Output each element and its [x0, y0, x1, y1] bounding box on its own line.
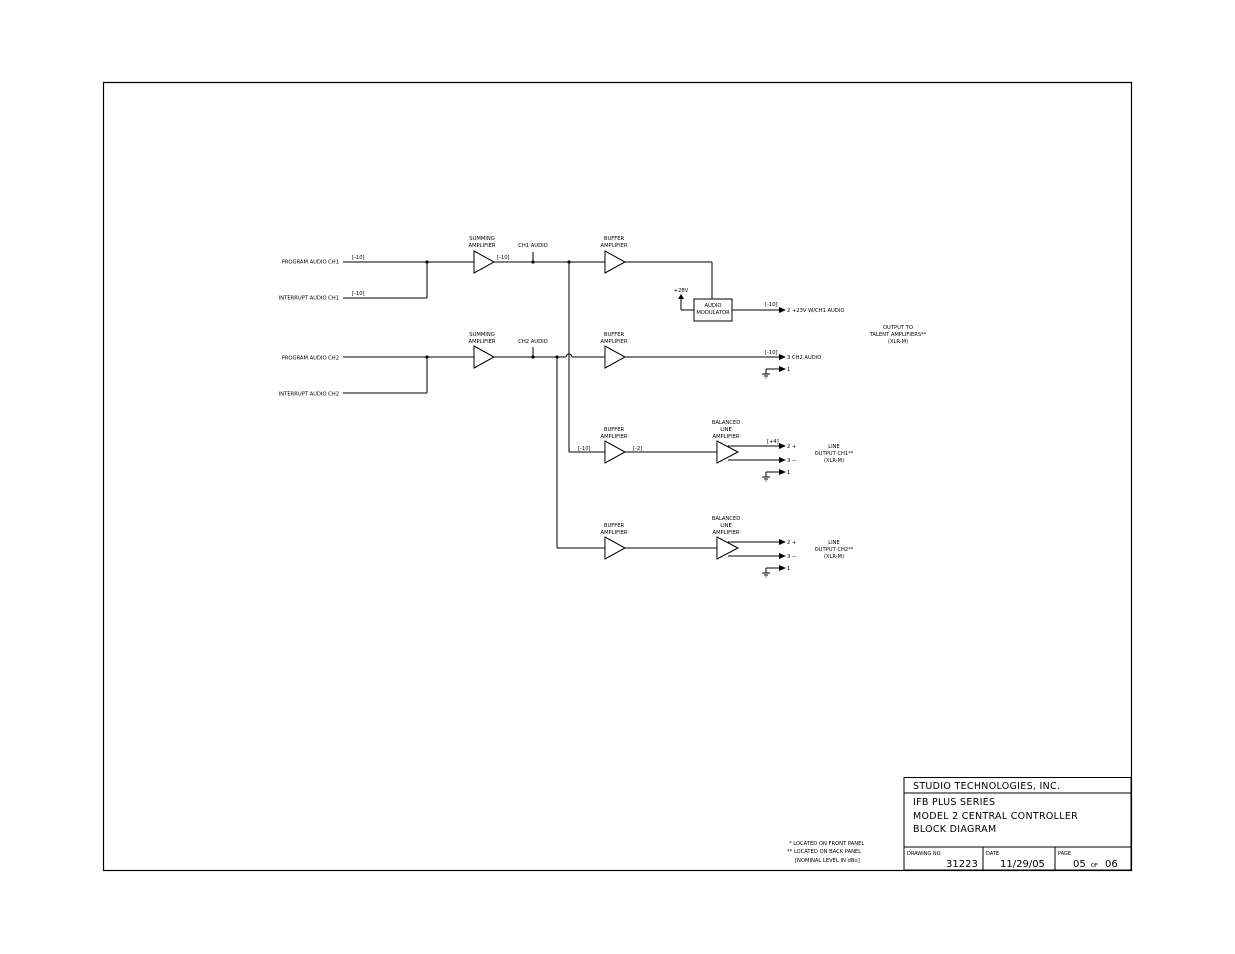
level-mod-out: [-10]	[765, 302, 778, 308]
ch1-input-section: PROGRAM AUDIO CH1 INTERRUPT AUDIO CH1 [-…	[279, 236, 605, 302]
balanced-amp-2-label: BALANCED	[712, 516, 740, 522]
summing-amplifier-1	[473, 250, 496, 274]
program-audio-ch1-label: PROGRAM AUDIO CH1	[282, 260, 339, 266]
title-block: STUDIO TECHNOLOGIES, INC. IFB PLUS SERIE…	[903, 777, 1132, 871]
buffer-amplifier-3	[604, 440, 627, 464]
level-ch2-out: [-10]	[765, 350, 778, 356]
line-output-ch1-section: [-10] BUFFER AMPLIFIER [-2] BALANCED LIN…	[569, 420, 854, 482]
balanced-amp-1-label-2: LINE	[720, 427, 732, 433]
drawing-number-label: DRAWING NO.	[907, 851, 942, 857]
balanced-amp-1-label-3: AMPLIFIER	[713, 434, 740, 440]
level-buf3-out: [-2]	[633, 446, 642, 452]
ch2-audio-net-label: CH2 AUDIO	[518, 339, 547, 345]
buffer-amplifier-1	[604, 250, 627, 274]
line-output-ch2-label-3: (XLR-M)	[824, 554, 844, 560]
balanced-amp-2-label-2: LINE	[720, 523, 732, 529]
interrupt-audio-ch1-label: INTERRUPT AUDIO CH1	[279, 296, 339, 302]
line-output-ch2-label: LINE	[828, 540, 840, 546]
balanced-amp-2-label-3: AMPLIFIER	[713, 530, 740, 536]
buffer-amp-1-label-2: AMPLIFIER	[601, 243, 628, 249]
page-total: 06	[1105, 859, 1118, 870]
level-bal1-out: [+4]	[767, 439, 779, 445]
date-label: DATE	[986, 851, 999, 857]
balanced-line-amplifier-2	[716, 536, 740, 560]
drawing-notes: * LOCATED ON FRONT PANEL ** LOCATED ON B…	[787, 841, 864, 864]
junction-dot	[531, 260, 535, 264]
drawing-border	[102, 81, 1133, 872]
talent-output-label-3: (XLR-M)	[888, 339, 908, 345]
buffer-amp-2-label: BUFFER	[604, 332, 625, 338]
line-output-ch1-label: LINE	[828, 444, 840, 450]
ground-icon	[762, 373, 770, 379]
buffer-amplifier-4	[604, 536, 627, 560]
supply-28v-label: +28V	[674, 288, 689, 294]
level-int-ch1: [-10]	[352, 291, 365, 297]
balanced-amp-1-label: BALANCED	[712, 420, 740, 426]
summing-amp-1-label: SUMMING	[469, 236, 494, 242]
buffer-amp-4-label-2: AMPLIFIER	[601, 530, 628, 536]
product-series: IFB PLUS SERIES	[913, 797, 995, 808]
junction-dot	[531, 355, 535, 359]
line1-pin1-label: 1	[787, 470, 790, 476]
note-nominal-level: [NOMINAL LEVEL IN dBu]	[795, 858, 860, 864]
ch2-buffer-section: BUFFER AMPLIFIER [-10] 3 CH2 AUDIO 1 OUT…	[601, 325, 927, 379]
level-buf3-in: [-10]	[578, 446, 591, 452]
audio-modulator-label-2: MODULATOR	[696, 310, 730, 316]
level-prog-ch1: [-10]	[352, 255, 365, 261]
line1-pin2-label: 2 +	[787, 444, 796, 450]
program-audio-ch2-label: PROGRAM AUDIO CH2	[282, 356, 339, 362]
buffer-amp-3-label: BUFFER	[604, 427, 625, 433]
company-name: STUDIO TECHNOLOGIES, INC.	[913, 781, 1060, 792]
talent-pin2-label: 2 +23V W/CH1 AUDIO	[787, 308, 844, 314]
line1-pin3-label: 3 −	[787, 458, 796, 464]
note-back-panel: ** LOCATED ON BACK PANEL	[787, 849, 861, 855]
drawing-title: BLOCK DIAGRAM	[913, 824, 996, 835]
line-output-ch1-label-3: (XLR-M)	[824, 458, 844, 464]
summing-amp-2-label: SUMMING	[469, 332, 494, 338]
buffer-amplifier-2	[604, 345, 627, 369]
talent-pin3-label: 3 CH2 AUDIO	[787, 355, 821, 361]
note-front-panel: * LOCATED ON FRONT PANEL	[789, 841, 864, 847]
audio-modulator-label: AUDIO	[705, 303, 722, 309]
ch1-buffer-modulator-section: BUFFER AMPLIFIER AUDIO MODULATOR +28V [-…	[601, 236, 844, 322]
buffer-amp-1-label: BUFFER	[604, 236, 625, 242]
drawing-date: 11/29/05	[1000, 859, 1045, 870]
drawing-number: 31223	[946, 859, 978, 870]
line2-pin2-label: 2 +	[787, 540, 796, 546]
line2-pin1-label: 1	[787, 566, 790, 572]
summing-amp-2-label-2: AMPLIFIER	[469, 339, 496, 345]
interrupt-audio-ch2-label: INTERRUPT AUDIO CH2	[279, 392, 339, 398]
product-model: MODEL 2 CENTRAL CONTROLLER	[913, 811, 1078, 822]
junction-dot	[425, 260, 429, 264]
level-sum1-out: [-10]	[497, 255, 510, 261]
talent-output-label: OUTPUT TO	[883, 325, 913, 331]
buffer-amp-2-label-2: AMPLIFIER	[601, 339, 628, 345]
balanced-line-amplifier-1	[716, 440, 740, 464]
buffer-amp-4-label: BUFFER	[604, 523, 625, 529]
talent-pin1-label: 1	[787, 367, 790, 373]
junction-dot	[425, 355, 429, 359]
supply-arrow-icon	[678, 294, 684, 299]
line-output-ch2-label-2: OUTPUT CH2**	[815, 547, 854, 553]
summing-amplifier-2	[473, 345, 496, 369]
ground-icon	[762, 476, 770, 482]
line-output-ch2-section: BUFFER AMPLIFIER BALANCED LINE AMPLIFIER…	[557, 516, 854, 578]
line-output-ch1-label-2: OUTPUT CH1**	[815, 451, 854, 457]
page-number: 05	[1073, 859, 1086, 870]
line2-pin3-label: 3 −	[787, 554, 796, 560]
buffer-amp-3-label-2: AMPLIFIER	[601, 434, 628, 440]
ch1-audio-net-label: CH1 AUDIO	[518, 243, 547, 249]
talent-output-label-2: TALENT AMPLIFIERS**	[869, 332, 927, 338]
page-of-label: OF	[1091, 863, 1098, 869]
page-label: PAGE	[1058, 851, 1071, 857]
ground-icon	[762, 572, 770, 578]
summing-amp-1-label-2: AMPLIFIER	[469, 243, 496, 249]
ch2-input-section: PROGRAM AUDIO CH2 INTERRUPT AUDIO CH2 SU…	[279, 332, 605, 398]
